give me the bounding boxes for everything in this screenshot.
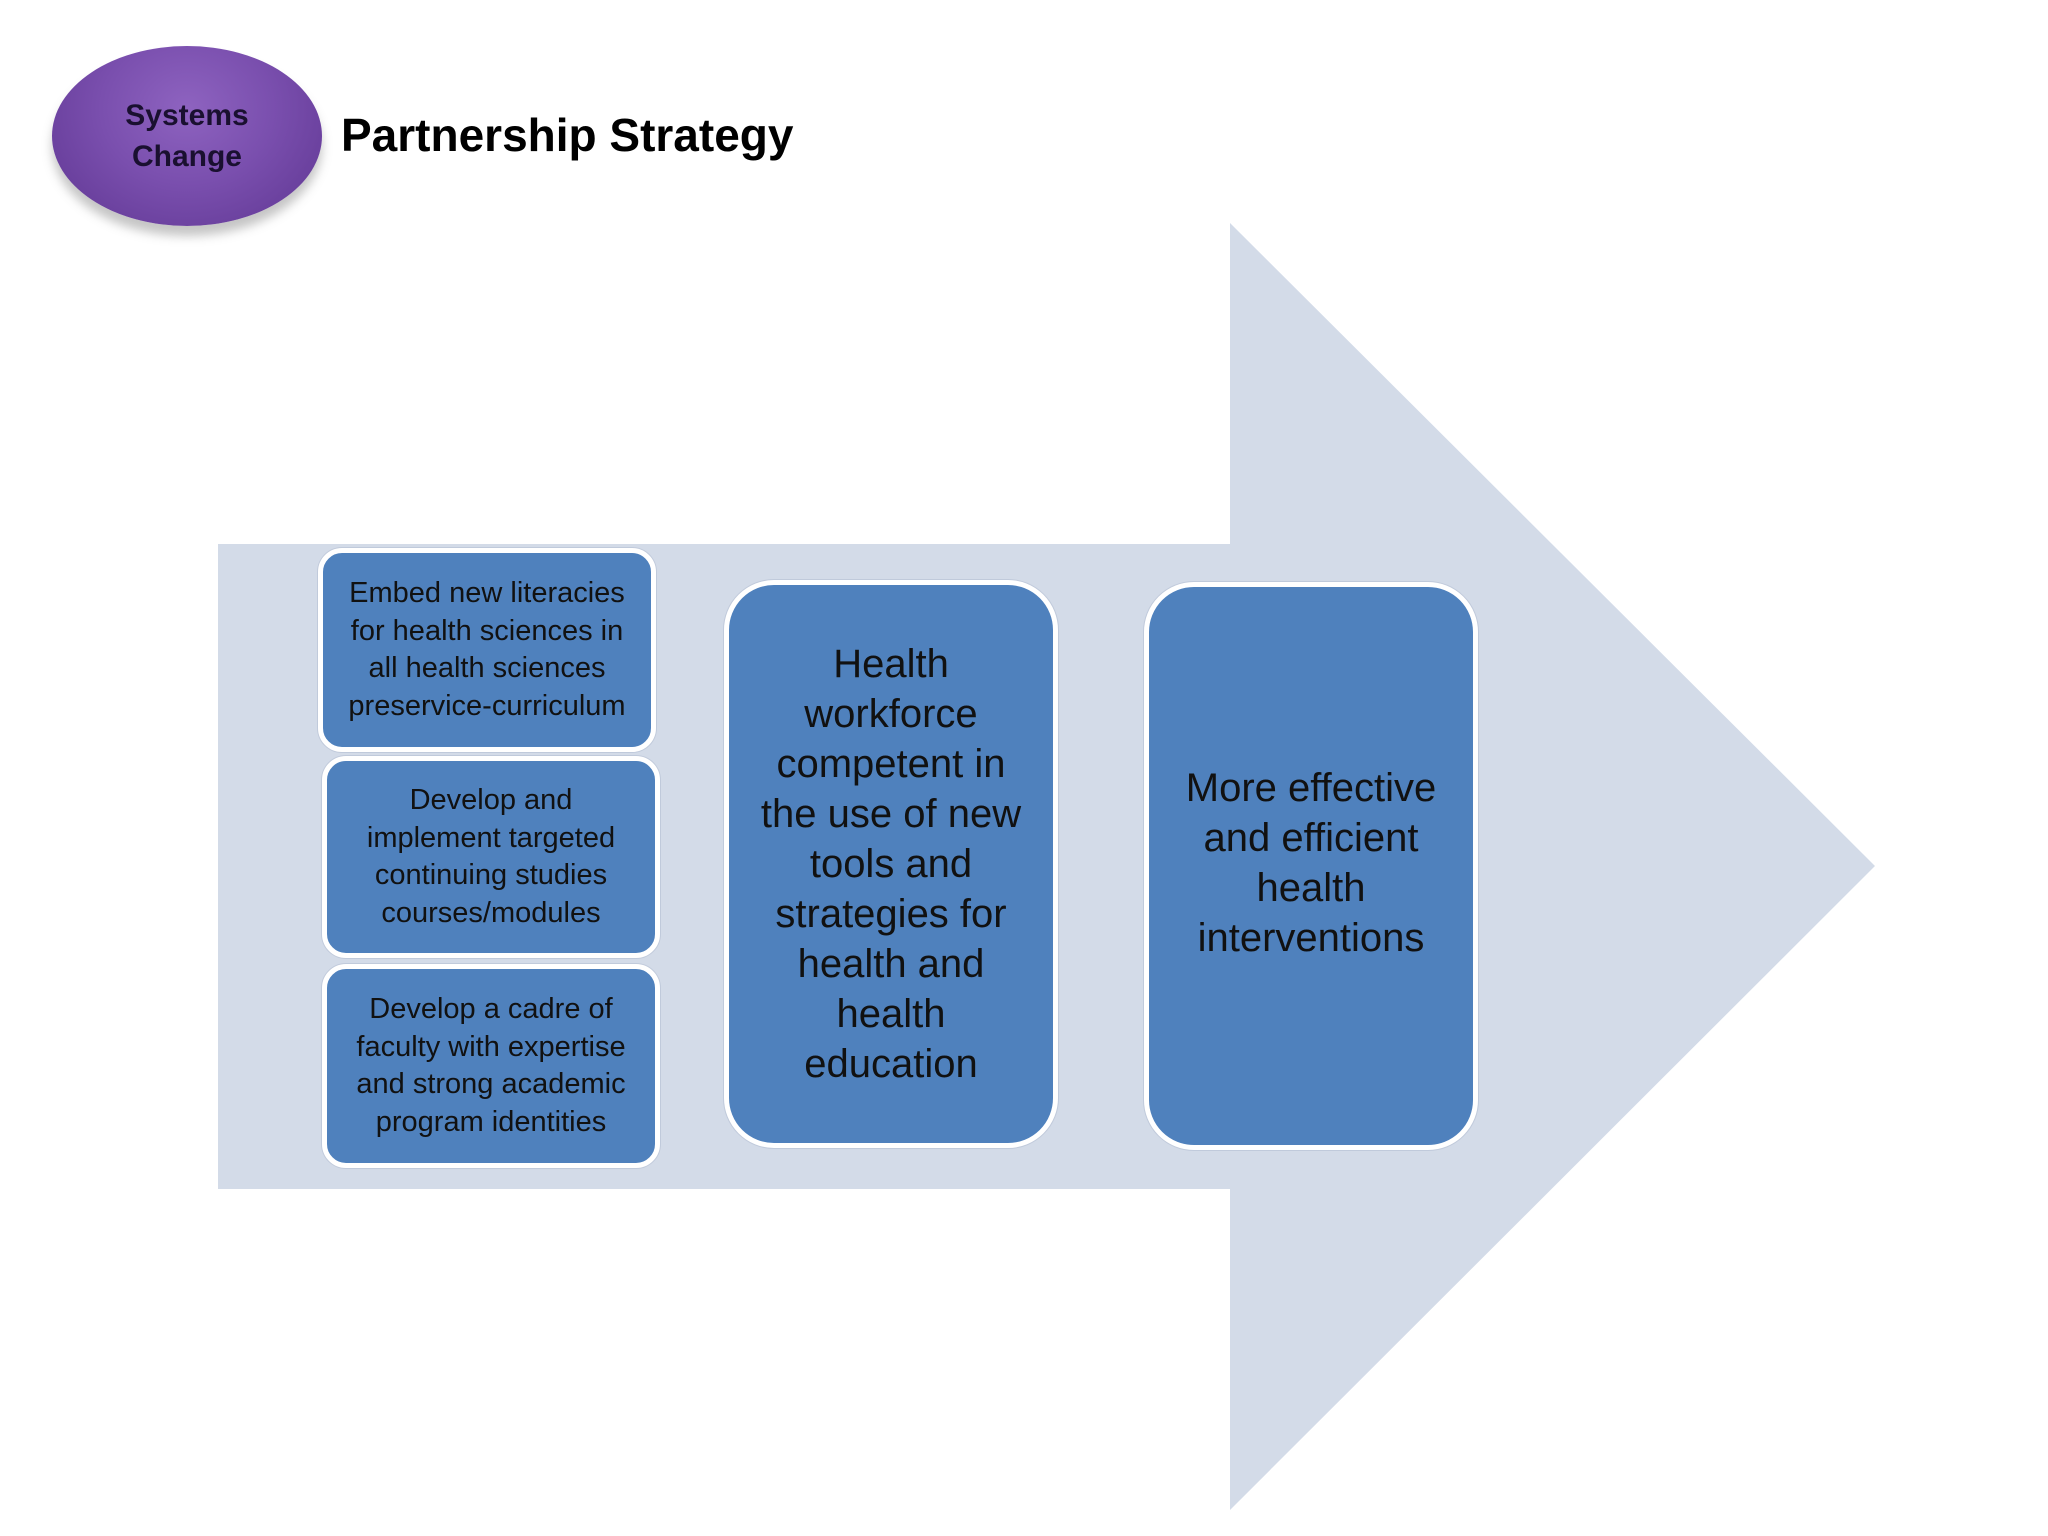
impact-text: More effective and efficient health inte… xyxy=(1185,766,1437,960)
input-text: Develop and implement targeted continuin… xyxy=(366,784,616,929)
outcome-box: Health workforce competent in the use of… xyxy=(724,580,1058,1148)
input-text: Develop a cadre of faculty with expertis… xyxy=(356,993,626,1138)
page-title: Partnership Strategy xyxy=(341,109,794,161)
input-text: Embed new literacies for health sciences… xyxy=(348,577,626,722)
systems-change-badge: Systems Change xyxy=(52,46,322,226)
input-box-courses: Develop and implement targeted continuin… xyxy=(322,756,660,958)
outcome-text: Health workforce competent in the use of… xyxy=(760,642,1022,1086)
impact-box: More effective and efficient health inte… xyxy=(1144,582,1478,1150)
badge-label: Systems Change xyxy=(125,99,249,173)
input-box-faculty: Develop a cadre of faculty with expertis… xyxy=(322,964,660,1168)
input-box-literacies: Embed new literacies for health sciences… xyxy=(318,548,656,752)
